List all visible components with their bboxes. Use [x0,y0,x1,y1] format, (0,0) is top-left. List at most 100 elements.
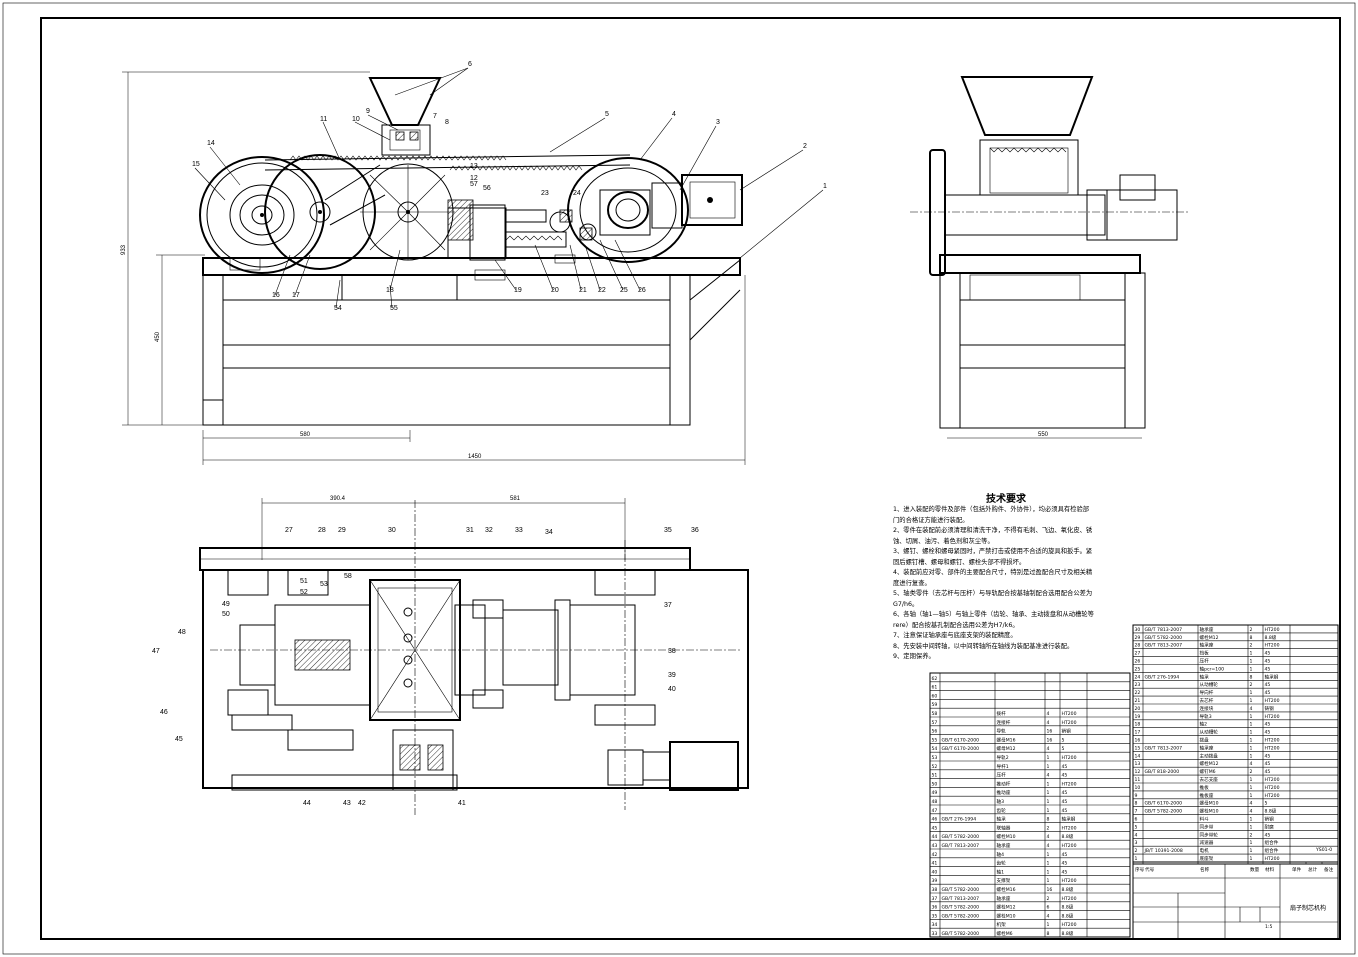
bom-cell: 1 [1250,856,1253,862]
bom-cell: 螺栓M10 [1200,808,1219,815]
bom-cell: GB/T 5782-2000 [1145,635,1183,641]
bom-cell: 螺栓M6 [997,930,1013,937]
bom-cell: 螺栓M16 [997,886,1016,893]
bom-cell: 同步带轮 [1200,831,1219,838]
bom-cell: 17 [1135,730,1141,736]
bom-cell: 齿轮 [997,860,1007,867]
callout-7: 7 [433,113,437,120]
callout-24: 24 [573,190,581,197]
bom-cell: 轴pcr=100 [1200,665,1225,672]
bom-cell: 1 [1250,714,1253,720]
callout-30: 30 [388,527,396,534]
callout-45: 45 [175,736,183,743]
dim-450: 450 [155,331,161,342]
callout-9: 9 [366,108,370,115]
bom-cell: 45 [1062,764,1068,770]
callout-4: 4 [672,111,676,118]
dim-580: 580 [300,432,311,438]
bom-header-cell: 总计 [1308,866,1318,873]
callout-51: 51 [300,578,308,585]
bom-cell: HT200 [1265,738,1280,744]
bom-cell: 1 [1047,799,1050,805]
bom-cell: 36 [932,905,938,911]
bom-header-cell: 数量 [1250,866,1260,873]
callout-5: 5 [605,111,609,118]
bom-cell: 45 [1062,808,1068,814]
bom-cell: 5 [1062,737,1065,743]
callout-27: 27 [285,527,293,534]
callout-57: 57 [470,181,478,188]
callout-41: 41 [458,800,466,807]
bom-cell: 4 [1047,746,1050,752]
bom-cell: HT200 [1265,745,1280,751]
bom-cell: 去芯支座 [1200,776,1219,783]
bom-cell: 从动槽轮 [1200,729,1219,736]
bom-cell: 4 [1047,843,1050,849]
bom-cell: 8.8级 [1062,886,1074,893]
callout-1: 1 [823,183,827,190]
tech-requirement-line: 4、装配前应对零、部件的主要配合尺寸，特别是过盈配合尺寸及相关精 [893,569,1093,576]
bom-cell: 导轨3 [1200,713,1212,720]
bom-cell: 1 [1250,722,1253,728]
bom-cell: 33 [932,931,938,937]
bom-cell: 4 [1250,761,1253,767]
bom-cell: 支撑架 [997,877,1011,884]
bom-cell: 50 [932,781,938,787]
bom-cell: 轴3 [997,798,1005,805]
bom-cell: HT200 [1062,720,1077,726]
callout-46: 46 [160,709,168,716]
bom-cell: 25 [1135,666,1141,672]
bom-cell: 8 [1047,817,1050,823]
tech-requirement-line: 8、先安装中间转轴，以中间转轴所在轴线为装配基准进行装配。 [893,642,1074,650]
scale-value: 1:5 [1265,924,1272,930]
bom-cell: 挡板 [1200,650,1210,657]
bom-cell: HT200 [1265,714,1280,720]
bom-cell: 4 [1047,773,1050,779]
bom-cell: 2 [1250,769,1253,775]
bom-cell: 8.8级 [1062,912,1074,919]
bom-header-cell: 备注 [1324,866,1334,873]
bom-cell: 轴承座 [1200,744,1214,751]
bom-cell: 54 [932,746,938,752]
bom-cell: 8 [1250,674,1253,680]
bom-cell: 4 [1250,809,1253,815]
bom-cell: 1 [1250,793,1253,799]
bom-cell: GB/T 5782-2000 [1145,809,1183,815]
bom-cell: 8 [1047,931,1050,937]
bom-cell: 24 [1135,674,1141,680]
bom-cell: 主动拨盘 [1200,752,1219,759]
bom-cell: 导杆1 [997,763,1009,770]
bom-cell: GB/T 276-1994 [942,817,977,823]
bom-cell: 45 [1265,722,1271,728]
bom-cell: 耐磨 [1265,823,1275,830]
bom-cell: 38 [932,887,938,893]
bom-cell: HT200 [1062,922,1077,928]
bom-cell: 轴承钢 [1265,673,1279,680]
bom-cell: 45 [1062,799,1068,805]
bom-header-cell: 名称 [1200,866,1210,873]
callout-11: 11 [320,116,327,123]
tech-requirement-line: G7/h6。 [893,600,919,608]
front-view: 933 450 580 1450 [121,67,824,465]
bom-cell: 2 [1135,848,1138,854]
bom-cell: 6 [1047,905,1050,911]
callout-54: 54 [334,305,342,312]
callout-34: 34 [545,529,553,536]
bom-cell: 51 [932,773,938,779]
bom-cell: HT200 [1062,878,1077,884]
bom-cell: 1 [1250,848,1253,854]
bom-cell: 19 [1135,714,1141,720]
bom-cell: 52 [932,764,938,770]
bom-cell: 组合件 [1265,839,1279,846]
bom-cell: HT200 [1265,643,1280,649]
plan-view: 390.4 581 [199,496,749,815]
dim-550: 550 [1038,432,1049,438]
bom-cell: 45 [932,825,938,831]
callout-6: 6 [468,61,472,68]
bom-cell: 21 [1135,698,1141,704]
bom-cell: GB/T 5782-2000 [942,905,980,911]
callout-29: 29 [338,527,346,534]
callout-55: 55 [390,305,398,312]
bom-cell: 连接块 [1200,705,1214,712]
